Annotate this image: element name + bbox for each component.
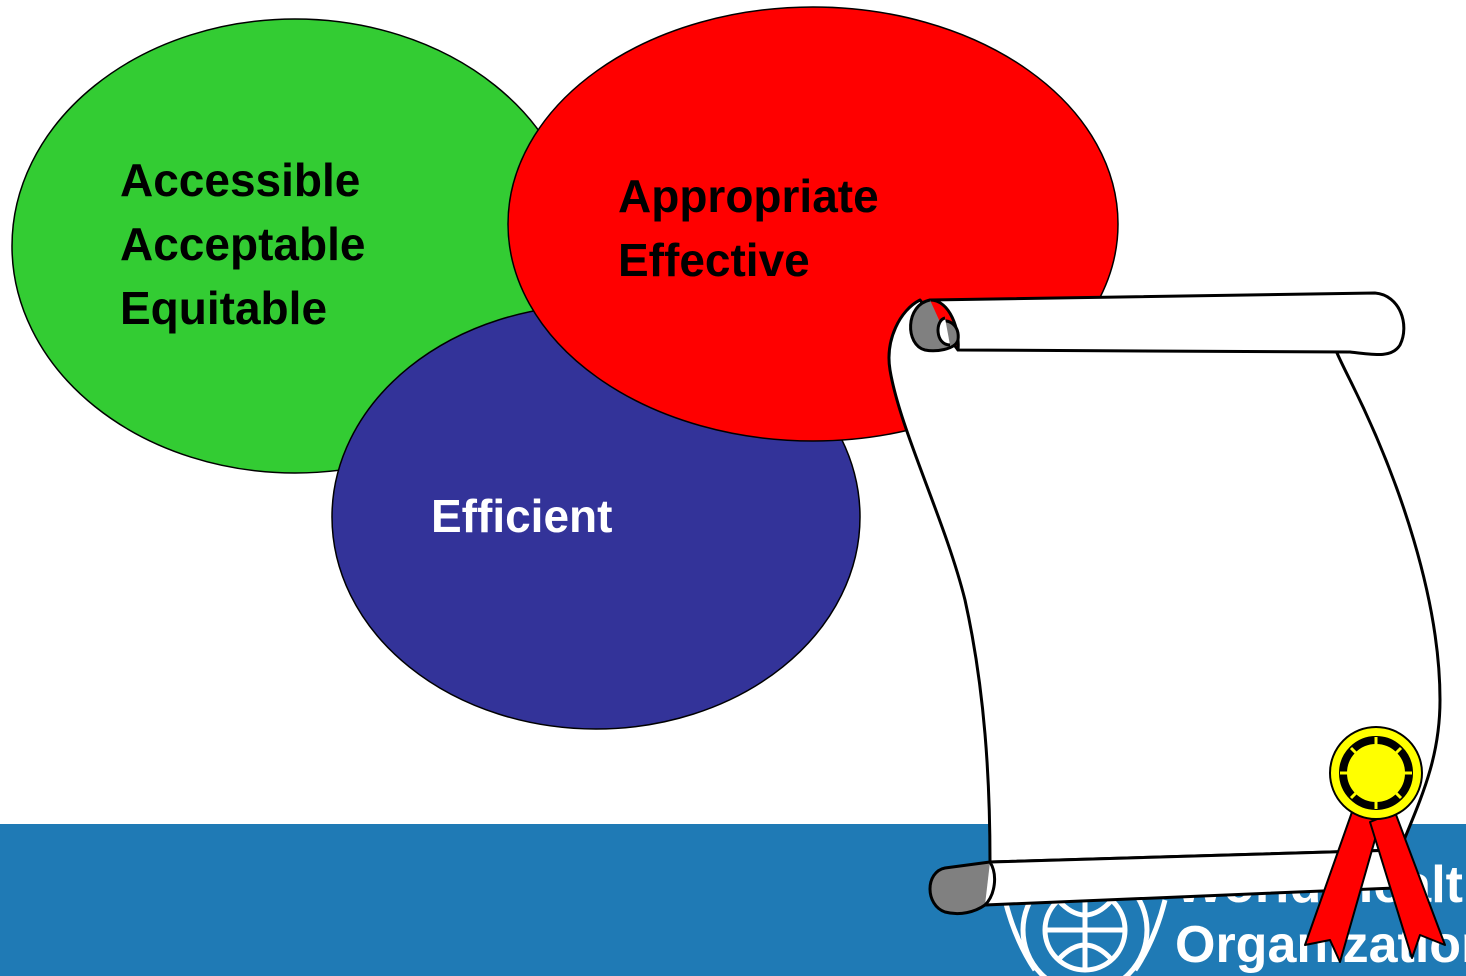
blue-circle-label: Efficient [431, 490, 612, 542]
green-line-2: Acceptable [120, 218, 365, 270]
scroll-icon [887, 291, 1442, 916]
green-line-1: Accessible [120, 154, 360, 206]
red-circle-label: Appropriate Effective [618, 170, 891, 286]
blue-line-1: Efficient [431, 490, 612, 542]
award-ribbon-icon [1304, 726, 1446, 963]
green-line-3: Equitable [120, 282, 327, 334]
red-line-2: Effective [618, 234, 810, 286]
red-line-1: Appropriate [618, 170, 879, 222]
green-circle-label: Accessible Acceptable Equitable [120, 154, 378, 334]
